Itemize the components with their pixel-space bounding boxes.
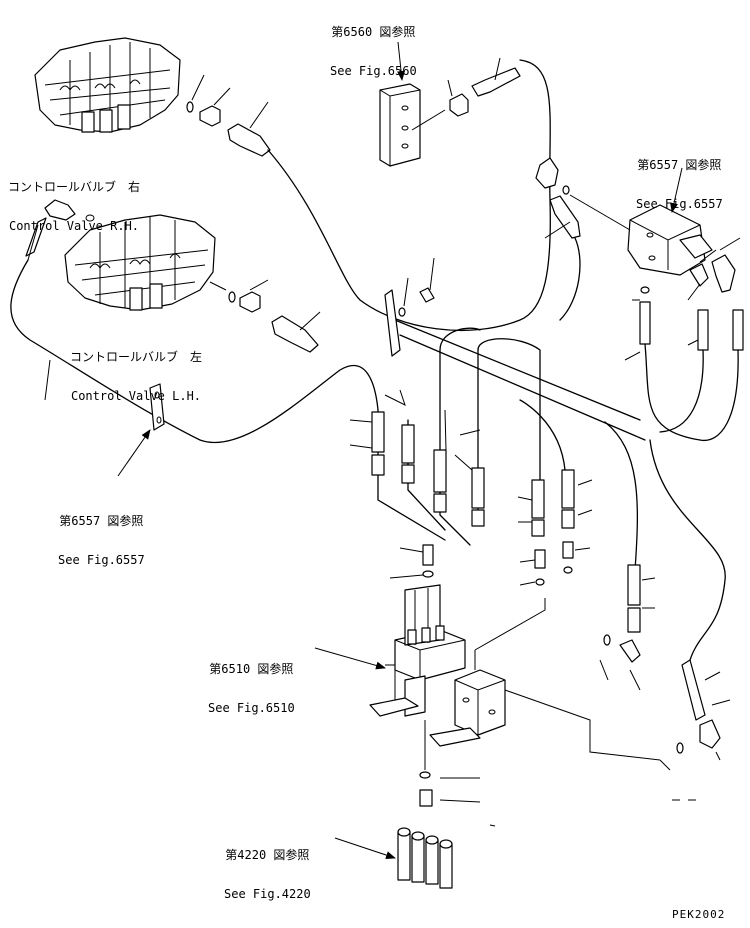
valve-6510 xyxy=(369,584,466,717)
label-fig4220-jp: 第4220 図参照 xyxy=(225,848,310,862)
label-fig4220-en: See Fig.4220 xyxy=(224,887,311,901)
label-cv-lh-jp: コントロールバルブ 左 xyxy=(70,350,203,364)
control-valve-rh xyxy=(34,37,181,133)
block-6560 xyxy=(379,83,421,167)
rh-fittings xyxy=(186,74,271,157)
label-fig6560-jp: 第6560 図参照 xyxy=(331,25,416,39)
adapters xyxy=(389,541,591,586)
hose-bundle-center xyxy=(349,327,593,546)
cylinders-4220 xyxy=(397,827,453,889)
hose-rh-top xyxy=(267,59,551,332)
label-fig4220: 第4220 図参照 See Fig.4220 xyxy=(224,823,311,914)
arrow-fig6560 xyxy=(397,41,406,81)
label-fig6557-bottom: 第6557 図参照 See Fig.6557 xyxy=(58,489,145,580)
label-fig6510: 第6510 図参照 See Fig.6510 xyxy=(208,637,295,728)
hose-left-loop xyxy=(10,259,379,444)
label-cv-rh-en: Control Valve R.H. xyxy=(8,219,140,233)
arrow-fig4220 xyxy=(334,837,396,859)
valve-second xyxy=(429,598,661,761)
hose-clamp xyxy=(149,383,165,431)
drawing-code: PEK2002 xyxy=(672,908,726,921)
label-fig6557-bottom-en: See Fig.6557 xyxy=(58,553,145,567)
control-valve-lh xyxy=(64,214,216,311)
label-control-valve-lh: コントロールバルブ 左 Control Valve L.H. xyxy=(70,325,202,416)
arrow-fig6510 xyxy=(314,647,386,670)
lh-fittings xyxy=(25,199,321,353)
arrow-fig6557-bottom xyxy=(117,429,151,477)
label-control-valve-rh: コントロールバルブ 右 Control Valve R.H. xyxy=(8,155,140,246)
label-cv-lh-en: Control Valve L.H. xyxy=(70,389,202,403)
label-fig6557-top-en: See Fig.6557 xyxy=(636,197,723,211)
block-6557 xyxy=(627,204,713,276)
label-fig6560: 第6560 図参照 See Fig.6560 xyxy=(330,0,417,91)
arrow-fig6557-top xyxy=(670,167,683,213)
main-pipes xyxy=(389,317,646,441)
label-fig6557-bottom-jp: 第6557 図参照 xyxy=(59,514,144,528)
label-fig6510-en: See Fig.6510 xyxy=(208,701,295,715)
lower-right-fittings xyxy=(599,564,731,801)
label-fig6557-top-jp: 第6557 図参照 xyxy=(637,158,722,172)
label-cv-rh-jp: コントロールバルブ 右 xyxy=(8,180,141,194)
label-fig6557-top: 第6557 図参照 See Fig.6557 xyxy=(636,133,723,224)
right-hoses xyxy=(624,286,744,361)
hose-block-6557 xyxy=(559,237,581,321)
label-fig6560-en: See Fig.6560 xyxy=(330,64,417,78)
label-fig6510-jp: 第6510 図参照 xyxy=(209,662,294,676)
